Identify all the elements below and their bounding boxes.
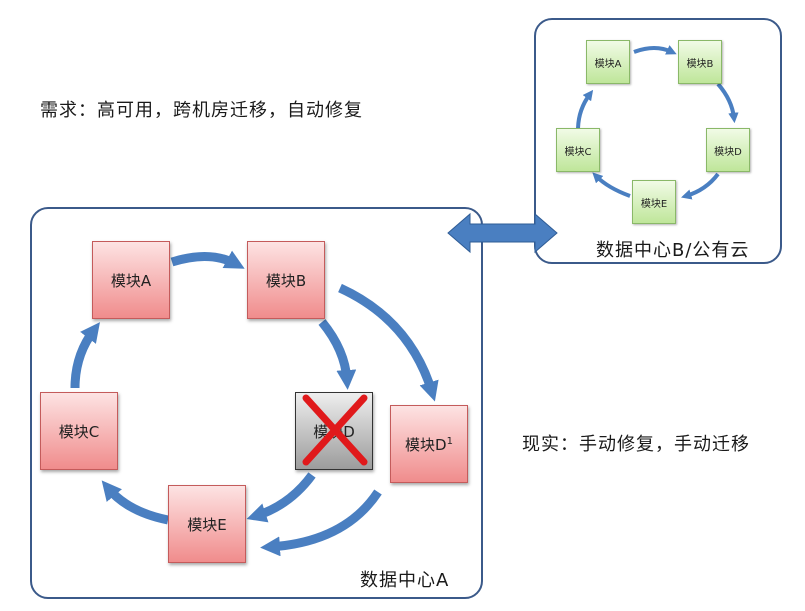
- small-module-d-box: 模块D: [706, 128, 750, 172]
- module-a-label: 模块A: [110, 271, 152, 290]
- module-e-label: 模块E: [187, 515, 227, 534]
- arrow-d1-to-e: [260, 489, 382, 557]
- module-c-box: 模块C: [40, 392, 118, 470]
- small-module-b-label: 模块B: [686, 58, 714, 70]
- small-arrow-c-to-a: [576, 89, 594, 131]
- small-module-c-box: 模块C: [556, 128, 600, 172]
- small-arrow-b-to-d: [716, 82, 739, 124]
- module-b-box: 模块B: [247, 241, 325, 319]
- small-arrow-e-to-c: [592, 172, 631, 198]
- arrow-a-to-b: [170, 250, 245, 269]
- module-d1-box: 模块D1: [390, 405, 468, 483]
- module-e-box: 模块E: [168, 485, 246, 563]
- module-c-label: 模块C: [58, 422, 100, 441]
- small-module-c-label: 模块C: [564, 146, 592, 158]
- arrow-e-to-c: [101, 480, 169, 525]
- module-d1-label: 模块D1: [405, 434, 453, 455]
- module-b-label: 模块B: [265, 271, 307, 290]
- small-module-e-box: 模块E: [632, 180, 676, 224]
- arrow-b-to-d1: [338, 283, 439, 402]
- datacenter-a-label: 数据中心A: [360, 570, 450, 591]
- reality-text: 现实：手动修复，手动迁移: [522, 434, 750, 455]
- failure-cross-icon: [302, 394, 368, 466]
- arrow-c-to-a: [70, 322, 100, 389]
- small-module-d-label: 模块D: [714, 146, 742, 158]
- arrow-b-to-d: [318, 319, 357, 390]
- module-d1-superscript: 1: [446, 435, 453, 447]
- small-module-e-label: 模块E: [640, 198, 668, 210]
- datacenter-link-arrow: [447, 212, 558, 254]
- arrow-d-to-e: [246, 472, 316, 523]
- datacenter-b-label: 数据中心B/公有云: [596, 240, 750, 261]
- module-a-box: 模块A: [92, 241, 170, 319]
- module-d1-text: 模块D: [405, 435, 447, 454]
- small-module-b-box: 模块B: [678, 40, 722, 84]
- small-arrow-a-to-b: [633, 45, 677, 55]
- requirement-text: 需求：高可用，跨机房迁移，自动修复: [40, 100, 363, 121]
- small-module-a-label: 模块A: [594, 58, 622, 70]
- small-arrow-d-to-e: [681, 172, 720, 200]
- small-module-a-box: 模块A: [586, 40, 630, 84]
